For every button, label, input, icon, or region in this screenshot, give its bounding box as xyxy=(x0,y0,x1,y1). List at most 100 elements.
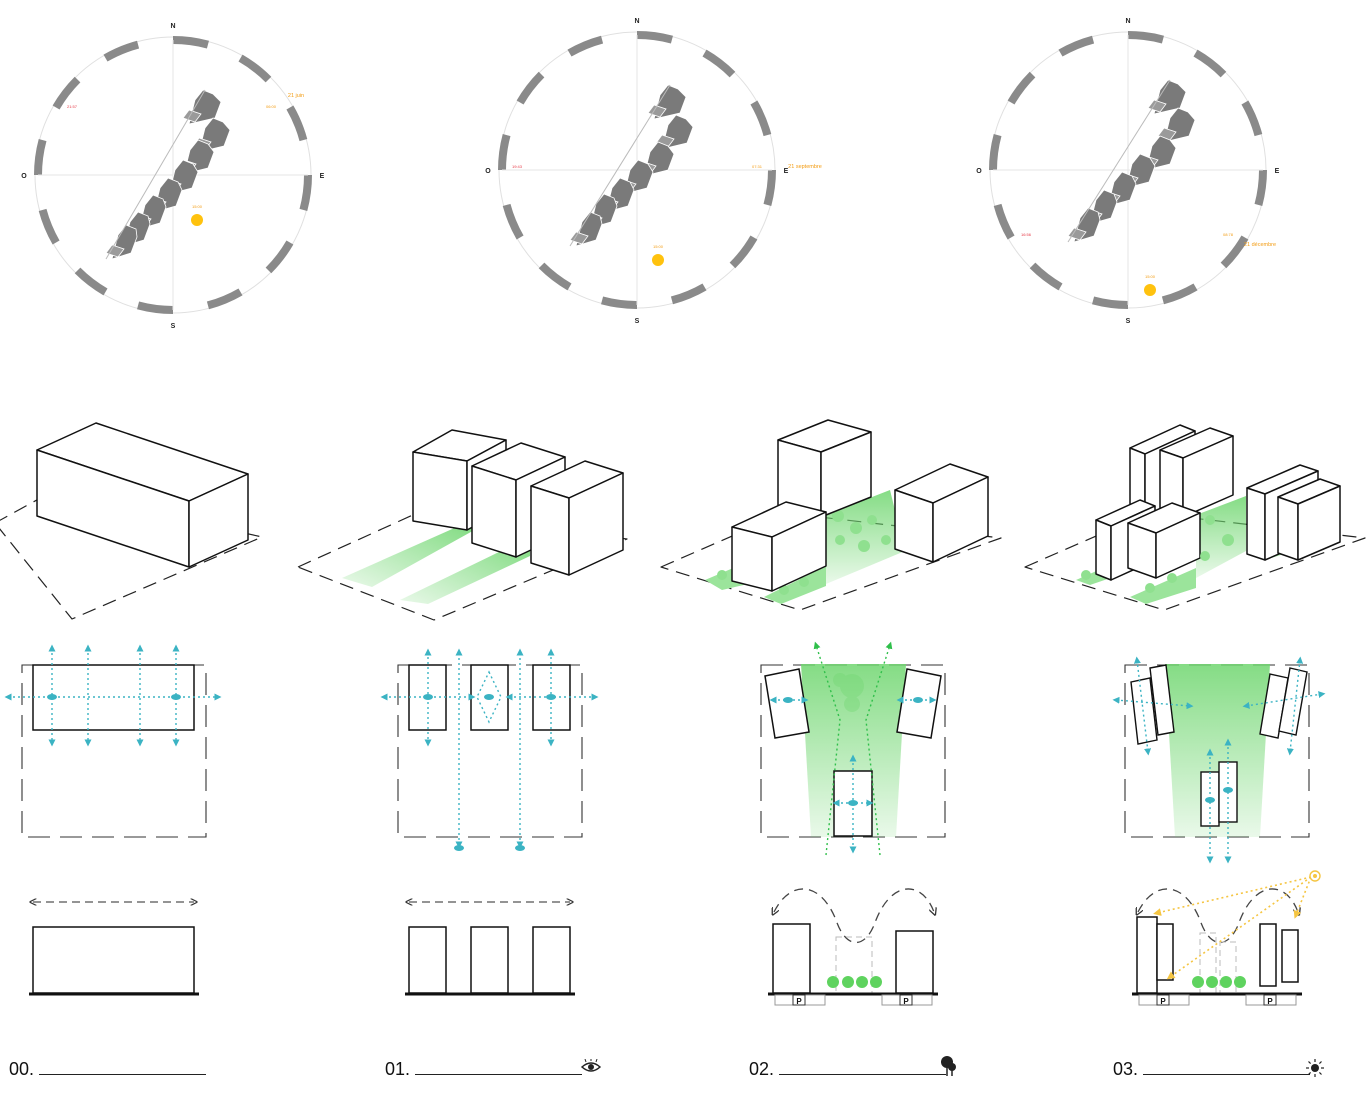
hour-ring-segment xyxy=(1241,100,1263,137)
cardinal-south: S xyxy=(1126,318,1131,325)
plan-step-03 xyxy=(1112,656,1326,864)
cardinal-north: N xyxy=(1125,18,1130,25)
plan-row xyxy=(4,641,1326,864)
sun-compass-2: N S E O 15:00 07:31 19:43 21 septembre xyxy=(485,18,822,325)
sun-marker xyxy=(191,214,203,226)
axo-step-02 xyxy=(660,419,1002,611)
hour-ring-segment xyxy=(34,139,47,176)
cardinal-south: S xyxy=(635,318,640,325)
axo-step-01 xyxy=(297,429,628,621)
cardinal-west: O xyxy=(976,168,982,175)
hour-ring-segment xyxy=(702,49,736,78)
hour-ring-segment xyxy=(265,240,294,274)
hour-ring-segment xyxy=(74,267,108,296)
sun-compass-3: N S E O 15:00 08:78 16:56 21 décembre xyxy=(976,18,1279,325)
hour-ring-segment xyxy=(1007,71,1036,105)
hour-ring-segment xyxy=(286,105,308,142)
sun-time-label: 15:00 xyxy=(192,204,203,209)
hour-ring-segment xyxy=(52,76,81,110)
hour-ring-segment xyxy=(601,296,638,309)
axo-step-00 xyxy=(0,422,263,620)
hour-ring-segment xyxy=(1092,296,1129,309)
cardinal-south: S xyxy=(171,323,176,330)
building-shadow-cluster xyxy=(105,89,231,260)
hour-ring-segment xyxy=(1254,169,1267,206)
axonometric-row xyxy=(0,419,1366,621)
cardinal-west: O xyxy=(485,168,491,175)
hour-ring-segment xyxy=(1058,35,1095,57)
hour-ring-segment xyxy=(763,169,776,206)
hour-ring-segment xyxy=(989,134,1002,171)
hour-ring-segment xyxy=(38,208,60,245)
hour-ring-segment xyxy=(670,283,707,305)
cardinal-east: E xyxy=(784,168,789,175)
sunset-time: 16:56 xyxy=(1021,232,1032,237)
sun-icon xyxy=(1306,1059,1324,1080)
cardinal-north: N xyxy=(634,18,639,25)
sun-marker xyxy=(1144,284,1156,296)
hour-ring-segment xyxy=(750,100,772,137)
season-date-label: 21 décembre xyxy=(1244,242,1276,248)
step-underline-02 xyxy=(779,1074,946,1075)
hour-ring-segment xyxy=(1029,262,1063,291)
cardinal-east: E xyxy=(1275,168,1280,175)
hour-ring-segment xyxy=(729,235,758,269)
building-shadow-cluster xyxy=(1067,79,1196,243)
hour-ring-segment xyxy=(137,301,174,314)
sun-compass-1: N S E O 15:00 06:00 21:57 21 juin xyxy=(21,23,324,330)
hour-ring-segment xyxy=(1193,49,1227,78)
hour-ring-segment xyxy=(103,40,140,62)
sunrise-time: 06:00 xyxy=(266,104,277,109)
hour-ring-segment xyxy=(1220,235,1249,269)
hour-ring-segment xyxy=(993,203,1015,240)
eye-icon xyxy=(580,1058,602,1078)
step-underline-00 xyxy=(39,1074,206,1075)
hour-ring-segment xyxy=(206,288,243,310)
sunrise-time: 08:78 xyxy=(1223,232,1234,237)
hour-ring-segment xyxy=(172,36,209,49)
plan-step-02 xyxy=(760,641,946,856)
building-shadow-cluster xyxy=(569,84,694,247)
step-number-00: 00. xyxy=(9,1059,35,1079)
cardinal-west: O xyxy=(21,173,27,180)
step-number-02: 02. xyxy=(749,1059,775,1079)
step-underline-03 xyxy=(1143,1074,1310,1075)
hour-ring-segment xyxy=(498,134,511,171)
sun-time-label: 15:00 xyxy=(653,244,664,249)
sunrise-time: 07:31 xyxy=(752,164,763,169)
season-date-label: 21 juin xyxy=(288,93,304,99)
plan-step-00 xyxy=(4,644,222,838)
section-step-01 xyxy=(405,902,575,996)
cardinal-north: N xyxy=(170,23,175,30)
sun-marker xyxy=(652,254,664,266)
hour-ring-segment xyxy=(299,174,312,211)
parking-label: P xyxy=(1160,997,1166,1006)
parking-label: P xyxy=(796,997,802,1006)
sun-time-label: 15:00 xyxy=(1145,274,1156,279)
parking-box-left xyxy=(792,994,806,1006)
axo-step-03 xyxy=(1024,424,1366,611)
hour-ring-segment xyxy=(502,203,524,240)
hour-ring-segment xyxy=(516,71,545,105)
step-underline-01 xyxy=(415,1074,582,1075)
hour-ring-segment xyxy=(1127,31,1164,44)
parking-box-right xyxy=(899,994,913,1006)
step-number-01: 01. xyxy=(385,1059,411,1079)
hour-ring-segment xyxy=(567,35,604,57)
cardinal-east: E xyxy=(320,173,325,180)
hour-ring-segment xyxy=(538,262,572,291)
hour-ring-segment xyxy=(238,54,272,83)
sunset-time: 21:57 xyxy=(67,104,78,109)
plan-step-01 xyxy=(380,648,599,851)
section-step-03: P P xyxy=(1132,870,1321,1006)
section-step-02: P P xyxy=(768,888,938,1006)
parking-label: P xyxy=(903,997,909,1006)
hour-ring-segment xyxy=(1161,283,1198,305)
season-date-label: 21 septembre xyxy=(788,164,822,170)
section-step-00 xyxy=(29,902,199,996)
sunset-time: 19:43 xyxy=(512,164,523,169)
section-sun xyxy=(1309,870,1321,882)
sun-compass-row: N S E O 15:00 06:00 21:57 21 juin N S E O 15:00 07:31… xyxy=(21,18,1279,330)
parking-label: P xyxy=(1267,997,1273,1006)
